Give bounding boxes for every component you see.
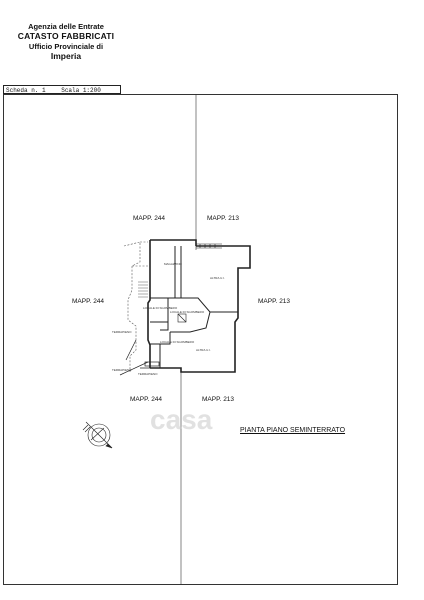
terrapieno-label-left: TERRAPIENO <box>112 330 132 334</box>
left-adjacent-outline <box>123 241 148 372</box>
sheet-number: Scheda n. 1 <box>6 87 46 94</box>
cadastral-header: Agenzia delle Entrate CATASTO FABBRICATI… <box>0 22 132 62</box>
parcel-label-bottom-right: MAPP. 213 <box>202 396 235 403</box>
top-window <box>196 243 222 249</box>
sheet-info-box: Scheda n. 1 Scala 1:200 <box>3 85 121 94</box>
parcel-label-right: MAPP. 213 <box>258 298 291 305</box>
room-label-altra-ui-top: ALTRA U.I. <box>210 276 225 280</box>
inner-detail <box>177 313 187 323</box>
room-label-locale-sgombero-left: LOCALE DI SGOMBERO <box>143 306 178 310</box>
stair-hatch <box>138 281 148 298</box>
bottom-access <box>119 339 160 376</box>
terrapieno-label-bottom: TERRAPIENO <box>112 368 132 372</box>
terrapieno-label-right: TERRAPIENO <box>138 372 158 376</box>
watermark-text: casa <box>150 404 213 435</box>
parcel-label-left: MAPP. 244 <box>72 298 105 305</box>
room-label-magazzino: MAGAZZINO <box>164 262 182 266</box>
north-arrow-icon <box>82 421 113 449</box>
city-name: Imperia <box>50 51 82 62</box>
room-label-altra-ui-bottom: ALTRA U.I. <box>196 348 211 352</box>
inner-walls <box>150 246 238 368</box>
floor-plan-title: PIANTA PIANO SEMINTERRATO <box>240 427 346 434</box>
room-label-locale-sgombero-right: LOCALE DI SGOMBERO <box>170 310 205 314</box>
agency-name: Agenzia delle Entrate <box>28 22 104 31</box>
parcel-label-top-left: MAPP. 244 <box>133 215 166 222</box>
parcel-label-bottom-left: MAPP. 244 <box>130 396 163 403</box>
drawing-frame <box>3 94 398 585</box>
office-name: Ufficio Provinciale di <box>28 42 104 51</box>
catasto-title: CATASTO FABBRICATI <box>17 31 115 42</box>
sheet-scale: Scala 1:200 <box>61 87 101 94</box>
parcel-label-top-right: MAPP. 213 <box>207 215 240 222</box>
room-label-locale-sgombero-bottom: LOCALE DI SGOMBERO <box>160 340 195 344</box>
